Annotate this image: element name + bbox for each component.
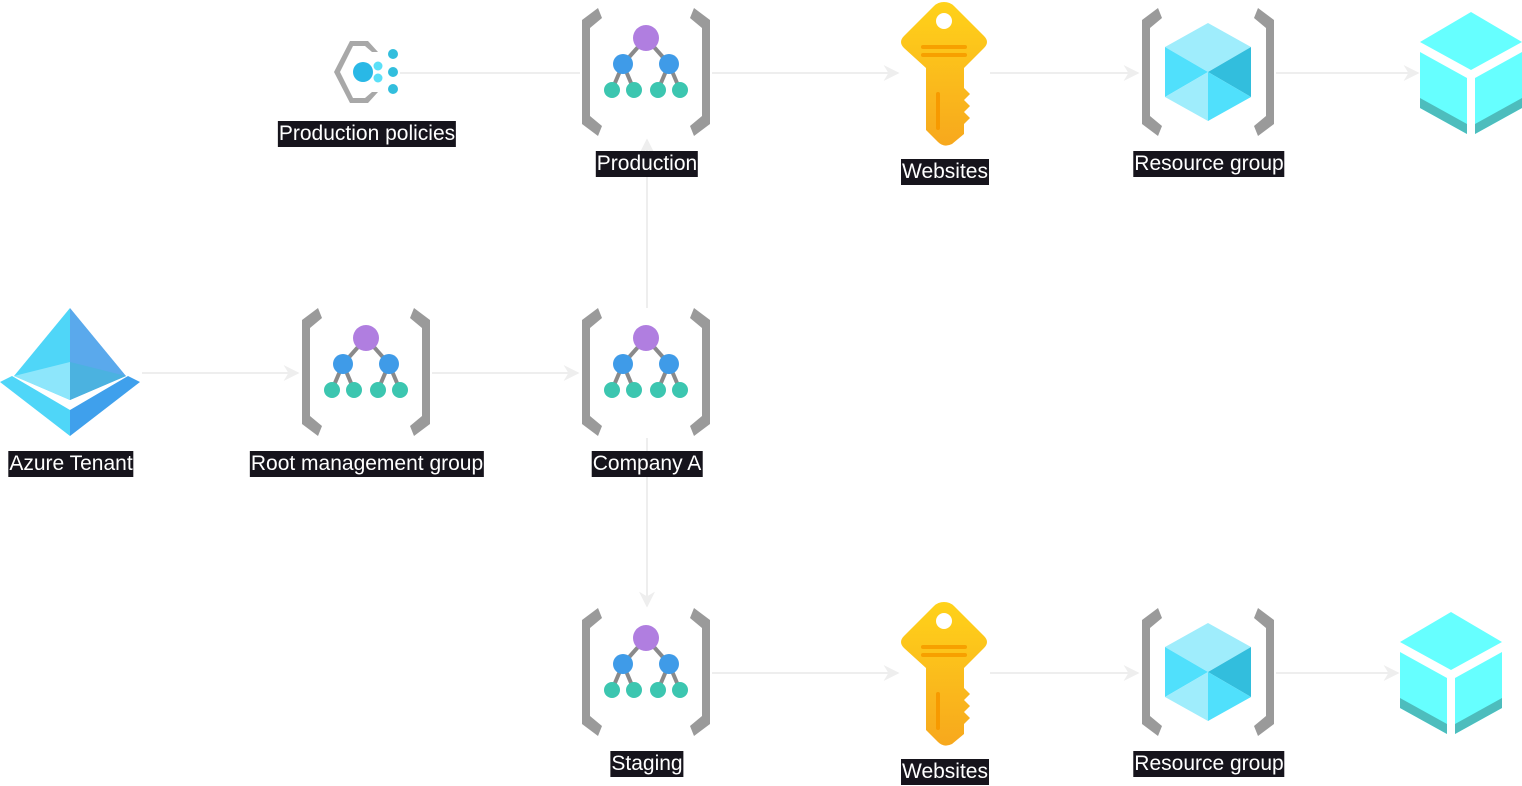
node-root-management-group[interactable] bbox=[300, 308, 432, 436]
policy-icon bbox=[334, 41, 398, 103]
node-resource-group-staging[interactable] bbox=[1140, 608, 1276, 736]
resource-cube-icon bbox=[1420, 12, 1522, 134]
resource-cube-icon bbox=[1400, 612, 1502, 734]
node-resource-staging[interactable] bbox=[1400, 612, 1502, 734]
node-label: Websites bbox=[901, 759, 989, 785]
node-label: Resource group bbox=[1133, 151, 1285, 177]
node-label: Resource group bbox=[1133, 751, 1285, 777]
management-group-icon bbox=[302, 308, 430, 436]
node-label: Company A bbox=[591, 451, 703, 477]
management-group-icon bbox=[582, 608, 710, 736]
node-staging[interactable] bbox=[580, 608, 712, 736]
node-websites-staging[interactable] bbox=[898, 602, 990, 746]
node-label: Root management group bbox=[249, 451, 485, 477]
node-label: Production bbox=[595, 151, 699, 177]
subscription-key-icon bbox=[901, 2, 987, 146]
resource-group-icon bbox=[1142, 608, 1274, 736]
azure-ad-icon bbox=[0, 308, 140, 436]
node-resource-production[interactable] bbox=[1420, 12, 1522, 134]
node-production-policies[interactable] bbox=[332, 38, 402, 106]
management-group-icon bbox=[582, 8, 710, 136]
subscription-key-icon bbox=[901, 602, 987, 746]
node-label: Production policies bbox=[277, 121, 457, 147]
management-group-icon bbox=[582, 308, 710, 436]
node-production[interactable] bbox=[580, 8, 712, 136]
node-resource-group-production[interactable] bbox=[1140, 8, 1276, 136]
node-websites-production[interactable] bbox=[898, 2, 990, 146]
node-azure-tenant[interactable] bbox=[0, 308, 140, 436]
resource-group-icon bbox=[1142, 8, 1274, 136]
node-label: Websites bbox=[901, 159, 989, 185]
node-label: Azure Tenant bbox=[8, 451, 134, 477]
node-label: Staging bbox=[610, 751, 684, 777]
node-company-a[interactable] bbox=[580, 308, 712, 436]
